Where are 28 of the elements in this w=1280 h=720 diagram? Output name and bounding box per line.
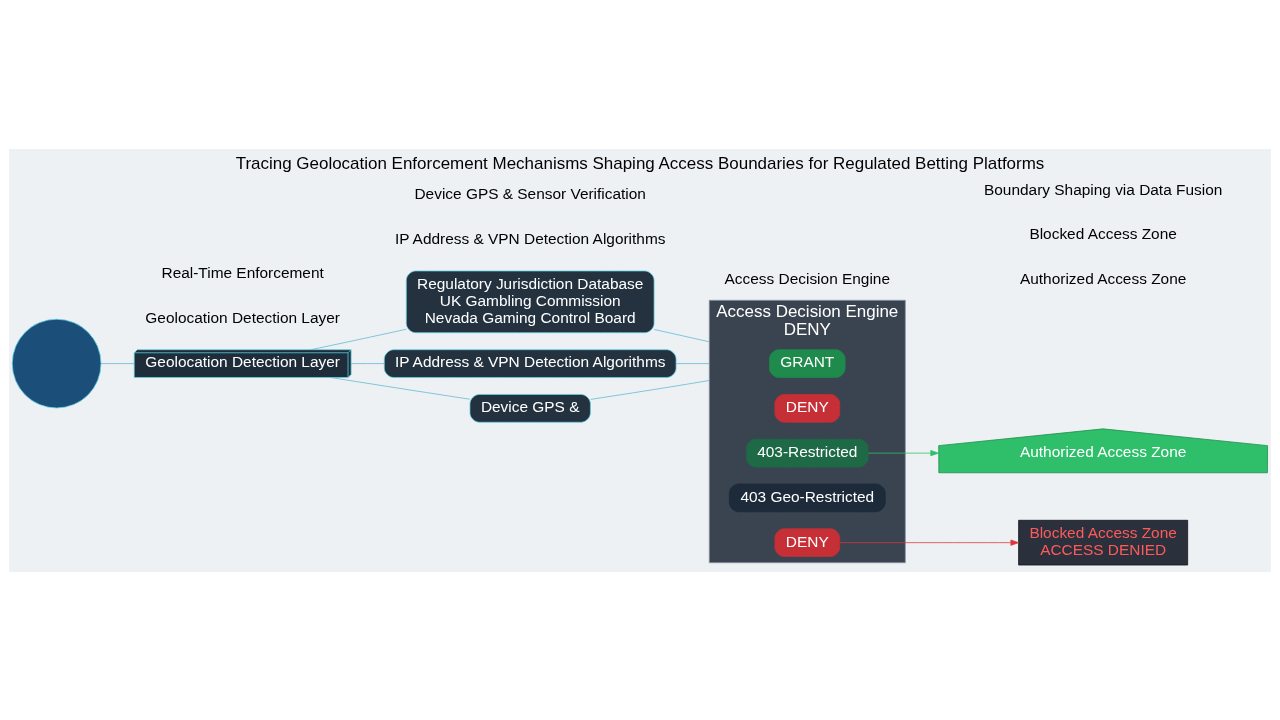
- diagram-title: Tracing Geolocation Enforcement Mechanisms Shaping Access Boundaries for Regulated Betting Platforms: [235, 153, 1045, 173]
- label: Device GPS & Sensor Verification: [414, 184, 646, 202]
- node-box: 403-Restricted: [745, 438, 869, 467]
- label: IP Address & VPN Detection Algorithms: [394, 229, 666, 247]
- arrow: [839, 539, 1019, 546]
- label: Authorized Access Zone: [1019, 269, 1187, 287]
- node-box: DENY: [774, 393, 841, 423]
- node-box: DENY: [774, 527, 841, 557]
- connector: [330, 376, 471, 400]
- node-box: GRANT: [769, 348, 846, 378]
- arrow: [867, 449, 939, 456]
- label: Boundary Shaping via Data Fusion: [983, 180, 1223, 198]
- label: Geolocation Detection Layer: [145, 308, 340, 326]
- connector: [310, 328, 407, 350]
- connector: [590, 379, 710, 400]
- node-circle: [11, 318, 102, 408]
- node-box: Device GPS &: [469, 393, 591, 423]
- label: Access Decision Engine: [724, 269, 891, 287]
- label: Blocked Access Zone: [1029, 224, 1177, 242]
- node-box: 403 Geo-Restricted: [728, 483, 886, 512]
- connector: [675, 362, 710, 364]
- node-box: Blocked Access Zone ACCESS DENIED: [1018, 519, 1189, 565]
- label: Real-Time Enforcement: [161, 263, 324, 281]
- connector: [350, 362, 385, 364]
- node-box: Regulatory Jurisdiction Database UK Gambling Commission Nevada Gaming Control Board: [405, 270, 655, 333]
- connector: [653, 328, 710, 342]
- connector: [100, 362, 135, 364]
- node-box: IP Address & VPN Detection Algorithms: [383, 348, 677, 378]
